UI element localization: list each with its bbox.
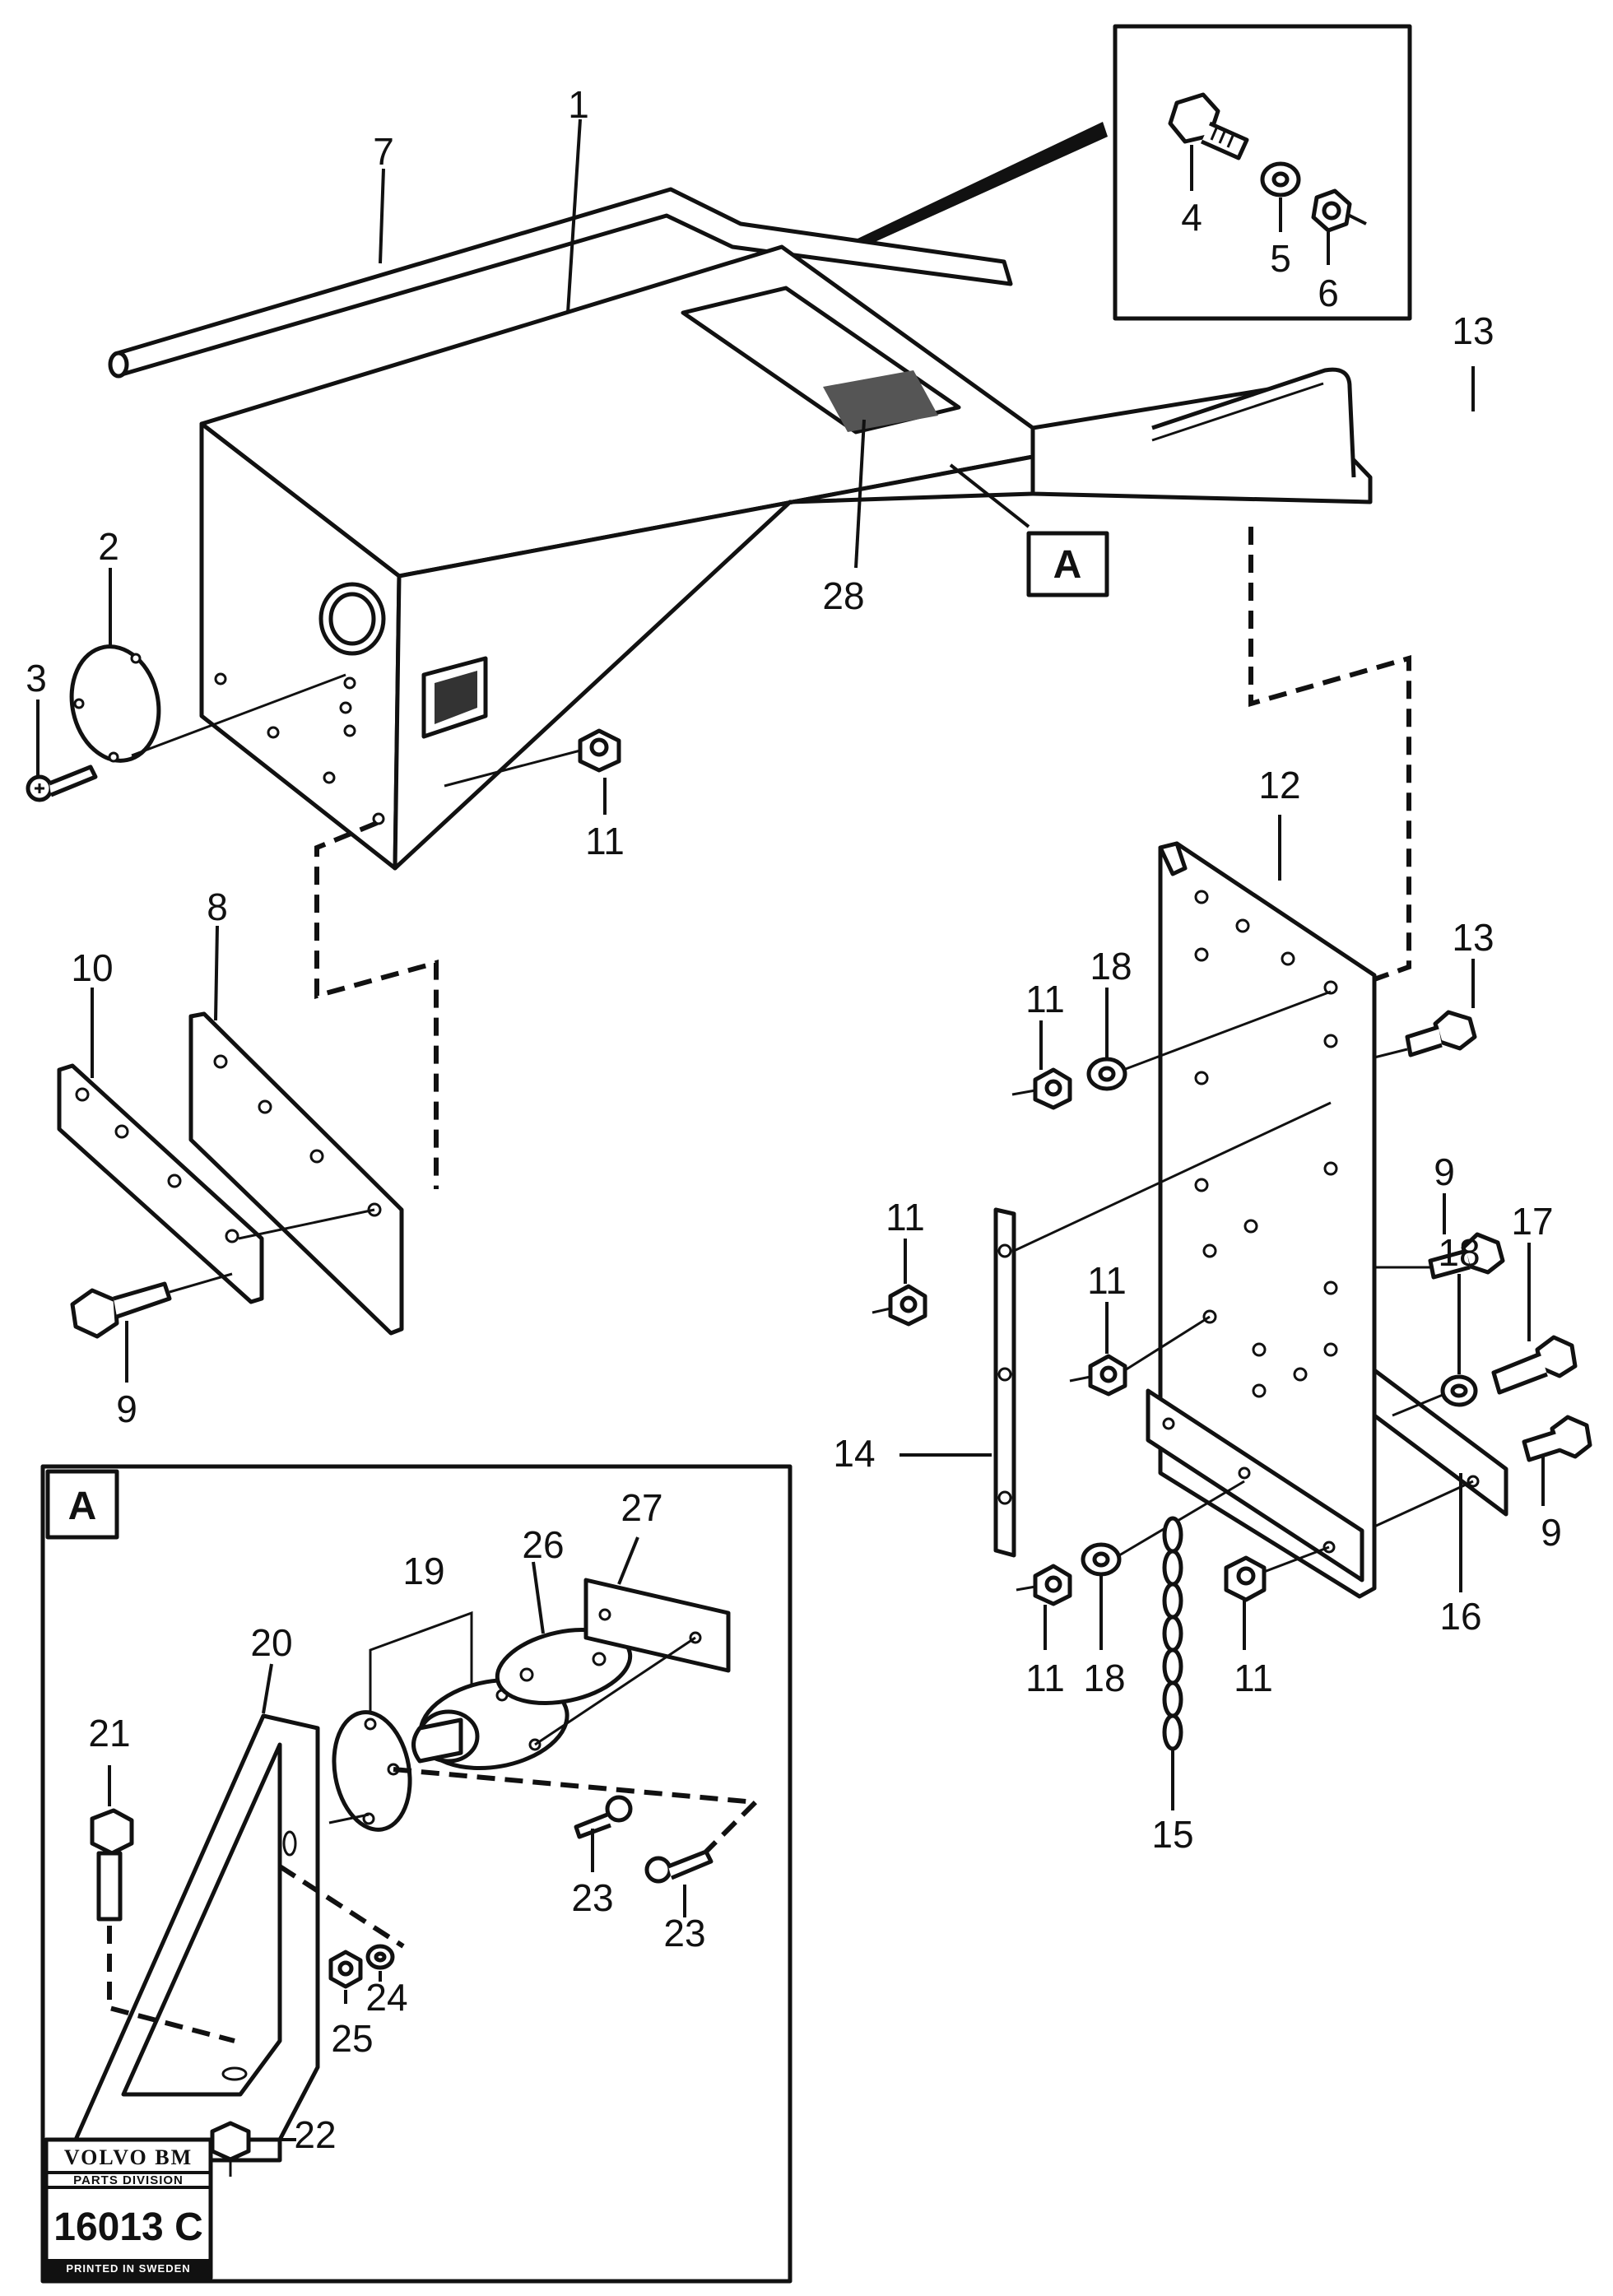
part-labels: 1 2 3 4 5 6 7 8 9 9 9 10 11 11 11 11 11 … — [26, 83, 1562, 2156]
nut-icon — [444, 728, 621, 788]
part-label: 8 — [207, 885, 228, 928]
part-label: 23 — [663, 1912, 705, 1954]
bolt-icon — [70, 1272, 233, 1339]
part-label: 22 — [294, 2113, 336, 2156]
main-housing — [199, 244, 1373, 871]
screw-icon — [26, 765, 98, 802]
bolt-icon — [1168, 92, 1249, 160]
part-label: 28 — [822, 574, 864, 617]
dashed-leader — [314, 820, 439, 1189]
part-label: 16 — [1439, 1595, 1481, 1638]
drawing-number: 16013 C — [53, 2205, 202, 2249]
part-label: 9 — [1541, 1511, 1562, 1554]
dashed-leader — [1248, 527, 1411, 982]
part-label: 23 — [571, 1876, 613, 1919]
part-label: 13 — [1452, 916, 1494, 959]
part-label: 27 — [621, 1486, 662, 1529]
part-label: 2 — [98, 525, 119, 568]
cover-plate — [69, 644, 346, 763]
logo-division: PARTS DIVISION — [73, 2173, 184, 2187]
inset-letter: A — [68, 1485, 97, 1528]
part-label: 21 — [88, 1712, 130, 1755]
backing-strip — [57, 1063, 375, 1304]
part-label: 25 — [331, 2017, 373, 2060]
chain — [1162, 1516, 1183, 1751]
part-label: 9 — [116, 1387, 137, 1430]
detail-box-fasteners — [823, 24, 1412, 321]
part-label: 26 — [522, 1523, 564, 1566]
part-label: 11 — [1234, 1657, 1273, 1699]
part-label: 6 — [1318, 272, 1339, 314]
volvo-bm-logo-block: VOLVO BM PARTS DIVISION 16013 C PRINTED … — [44, 2137, 213, 2280]
main-mounting-plate — [1146, 841, 1508, 1599]
part-label: 18 — [1090, 945, 1132, 988]
part-label: 20 — [250, 1621, 292, 1664]
part-label: 13 — [1452, 309, 1494, 352]
part-label: 19 — [402, 1550, 444, 1592]
part-label: 14 — [833, 1432, 875, 1475]
part-label: 1 — [568, 83, 589, 126]
logo-printed: PRINTED IN SWEDEN — [66, 2262, 190, 2275]
part-label: 3 — [26, 657, 47, 699]
leader-lines — [36, 119, 1545, 2141]
part-label: 5 — [1270, 237, 1291, 280]
logo-brand: VOLVO BM — [64, 2145, 193, 2169]
part-label: 4 — [1181, 196, 1202, 239]
detail-leader — [823, 122, 1108, 262]
part-label: 24 — [365, 1976, 407, 2019]
part-label: 17 — [1511, 1200, 1553, 1243]
nut-icon — [1311, 188, 1367, 233]
clamp-strip — [993, 1101, 1332, 1558]
part-label: 9 — [1434, 1150, 1455, 1193]
washer-icon — [1260, 161, 1301, 198]
tow-bar — [108, 187, 1013, 379]
part-label: 11 — [1087, 1259, 1127, 1302]
callout-letter: A — [1053, 543, 1082, 587]
part-label: 18 — [1083, 1657, 1125, 1699]
plate-holes — [1194, 890, 1338, 1398]
part-label: 11 — [886, 1196, 925, 1239]
part-label: 7 — [373, 130, 394, 173]
part-label: 12 — [1258, 764, 1300, 806]
part-label: 15 — [1151, 1813, 1193, 1856]
part-label: 10 — [71, 946, 113, 989]
mounting-plate — [188, 1011, 404, 1336]
part-label: 11 — [1025, 978, 1065, 1020]
part-label: 11 — [1025, 1657, 1065, 1699]
part-label: 11 — [585, 820, 625, 862]
part-label: 18 — [1438, 1231, 1480, 1274]
fastener-set — [872, 990, 1592, 1606]
callout-a: A — [1026, 531, 1109, 597]
